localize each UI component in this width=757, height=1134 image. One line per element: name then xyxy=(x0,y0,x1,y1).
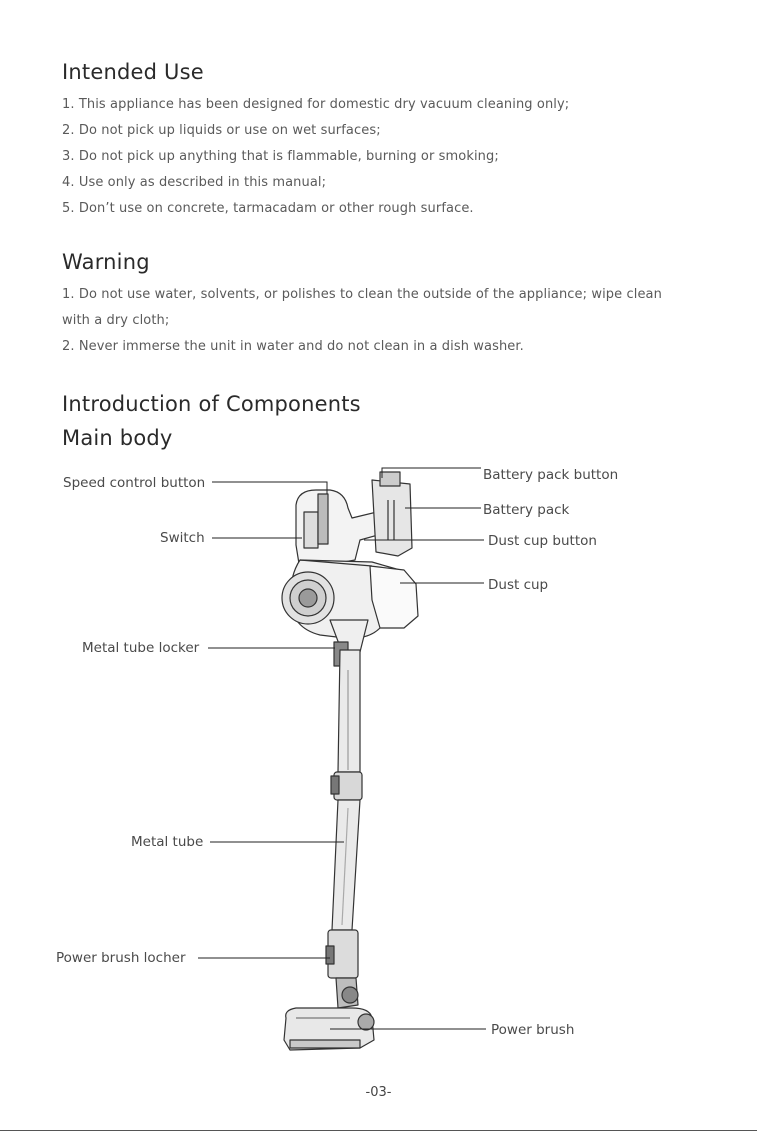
label-power-brush-locher: Power brush locher xyxy=(56,950,186,966)
label-battery-pack-button: Battery pack button xyxy=(483,467,619,483)
label-power-brush: Power brush xyxy=(491,1022,575,1038)
list-item: 5. Don’t use on concrete, tarmacadam or … xyxy=(62,201,474,216)
leader-battery-pack-button xyxy=(381,467,481,478)
metal-tube-lower xyxy=(331,799,361,931)
label-switch: Switch xyxy=(160,530,205,546)
main-body-subheading: Main body xyxy=(62,426,173,450)
intended-use-heading: Intended Use xyxy=(62,60,204,84)
label-dust-cup: Dust cup xyxy=(488,577,549,593)
list-item: 2. Never immerse the unit in water and d… xyxy=(62,339,524,354)
warning-heading: Warning xyxy=(62,250,150,274)
list-item: 1. This appliance has been designed for … xyxy=(62,97,570,112)
label-metal-tube: Metal tube xyxy=(131,834,204,850)
dust-cup xyxy=(369,565,419,629)
list-item: 1. Do not use water, solvents, or polish… xyxy=(62,287,662,328)
intended-use-list: 1. This appliance has been designed for … xyxy=(62,92,702,222)
list-item: 3. Do not pick up anything that is flamm… xyxy=(62,149,499,164)
leader-speed-control xyxy=(212,481,328,494)
battery-pack xyxy=(371,479,413,557)
warning-list: 1. Do not use water, solvents, or polish… xyxy=(62,282,662,360)
page-number: -03- xyxy=(365,1085,392,1100)
label-dust-cup-button: Dust cup button xyxy=(488,533,597,549)
metal-tube-upper xyxy=(337,649,361,773)
label-speed-control-button: Speed control button xyxy=(63,475,206,491)
list-item: 2. Do not pick up liquids or use on wet … xyxy=(62,123,381,138)
components-heading: Introduction of Components xyxy=(62,392,361,416)
bottom-divider xyxy=(0,1130,757,1131)
list-item: 4. Use only as described in this manual; xyxy=(62,175,327,190)
label-metal-tube-locker: Metal tube locker xyxy=(82,640,200,656)
label-battery-pack: Battery pack xyxy=(483,502,570,518)
